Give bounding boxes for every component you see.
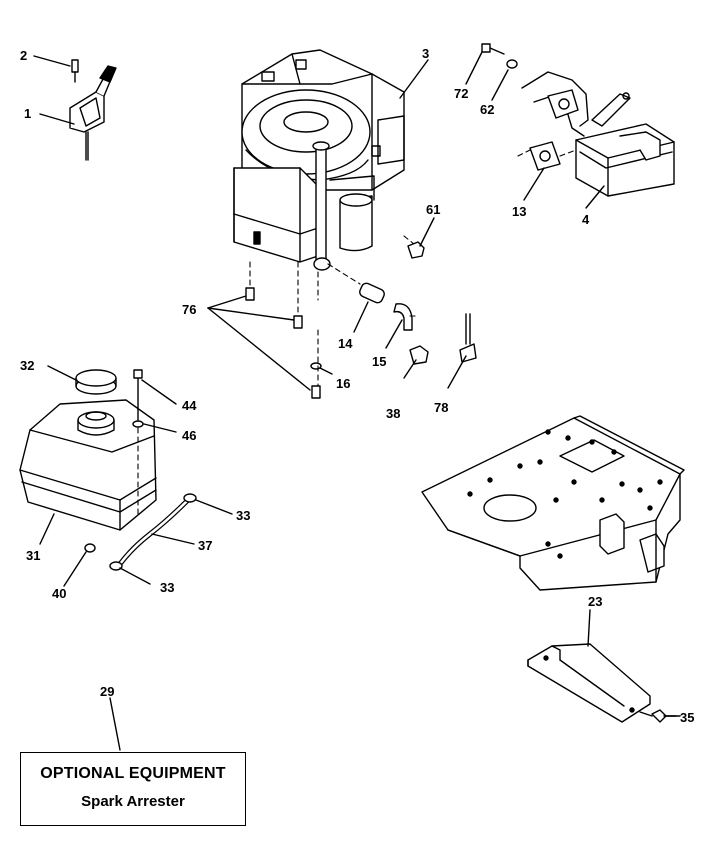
- engine-shield-part: [527, 643, 681, 723]
- callout-35: 35: [680, 710, 694, 725]
- fuel-tank-part: [19, 369, 197, 571]
- callout-62: 62: [480, 102, 494, 117]
- callout-72: 72: [454, 86, 468, 101]
- throttle-control-part: [69, 59, 117, 161]
- callout-44: 44: [182, 398, 197, 413]
- callout-15: 15: [372, 354, 386, 369]
- callout-3: 3: [422, 46, 429, 61]
- leader-lines: [33, 51, 677, 751]
- frame-plate-part: [421, 415, 685, 591]
- optional-equipment-box: OPTIONAL EQUIPMENT Spark Arrester: [20, 752, 246, 826]
- callout-61: 61: [426, 202, 440, 217]
- callout-38: 38: [386, 406, 400, 421]
- callout-23: 23: [588, 594, 602, 609]
- callout-33a: 33: [236, 508, 250, 523]
- callout-labels: 1 2 3 4 13 14 15 16 23 29 31 32 33 33 35…: [20, 46, 694, 725]
- callout-76: 76: [182, 302, 196, 317]
- optional-equipment-title: OPTIONAL EQUIPMENT: [40, 765, 226, 782]
- muffler-part: [481, 43, 675, 197]
- callout-29: 29: [100, 684, 114, 699]
- callout-40: 40: [52, 586, 66, 601]
- callout-78: 78: [434, 400, 448, 415]
- callout-1: 1: [24, 106, 31, 121]
- callout-46: 46: [182, 428, 196, 443]
- callout-13: 13: [512, 204, 526, 219]
- callout-4: 4: [582, 212, 590, 227]
- hardware-parts: [310, 241, 477, 370]
- callout-31: 31: [26, 548, 40, 563]
- callout-14: 14: [338, 336, 353, 351]
- callout-37: 37: [198, 538, 212, 553]
- callout-2: 2: [20, 48, 27, 63]
- callout-32: 32: [20, 358, 34, 373]
- callout-33b: 33: [160, 580, 174, 595]
- callout-16: 16: [336, 376, 350, 391]
- spark-arrester-label: Spark Arrester: [81, 793, 185, 810]
